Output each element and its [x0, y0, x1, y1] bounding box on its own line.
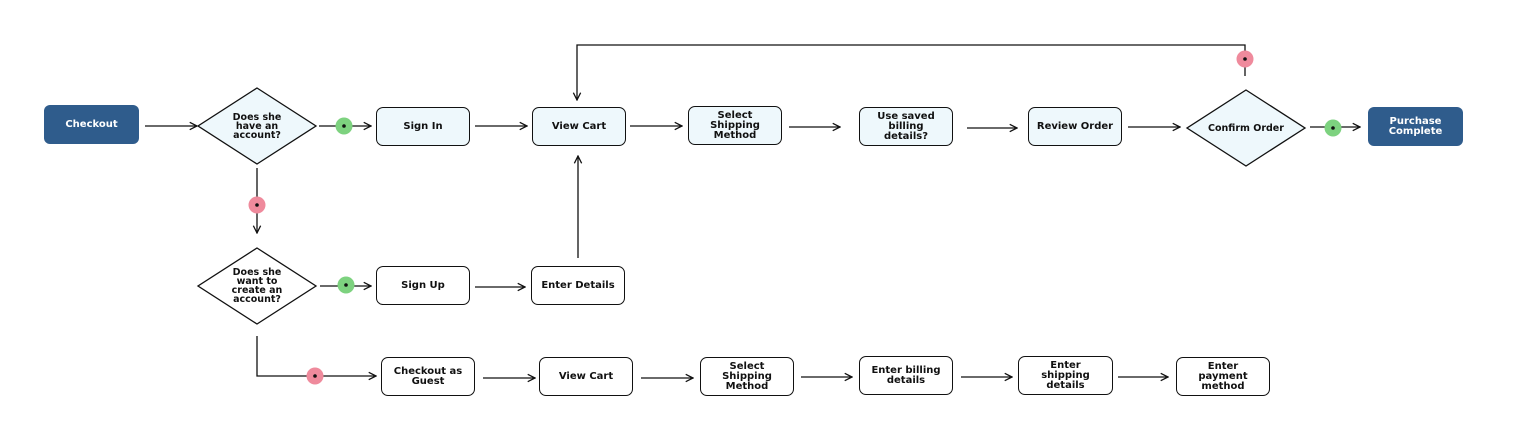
sign-up-step: Sign Up [376, 266, 470, 305]
enter-payment-label: Enter payment method [1198, 360, 1248, 392]
arrow-create-account-to-guest [256, 336, 376, 376]
marker-center-dot [313, 374, 317, 378]
guest-view-cart-label: View Cart [558, 370, 614, 382]
enter-details-label: Enter Details [541, 279, 615, 291]
view-cart-label: View Cart [551, 120, 607, 132]
enter-billing-step: Enter billing details [859, 356, 953, 395]
use-saved-billing-label: Use saved billing details? [877, 110, 935, 142]
select-shipping-label: Select Shipping Method [710, 109, 760, 141]
marker-center-dot [344, 283, 348, 287]
create-account-decision-label: Does she want to create an account? [231, 267, 283, 305]
checkout-as-guest-label: Checkout as Guest [393, 365, 463, 387]
no-markers [248, 50, 1254, 385]
select-shipping-step: Select Shipping Method [688, 106, 782, 145]
marker-center-dot [255, 203, 259, 207]
enter-shipping-step: Enter shipping details [1018, 356, 1113, 395]
enter-details-step: Enter Details [531, 266, 625, 305]
has-account-decision-label: Does she have an account? [232, 111, 282, 141]
guest-select-shipping-step: Select Shipping Method [700, 357, 794, 396]
use-saved-billing-step: Use saved billing details? [859, 107, 953, 146]
checkout-as-guest-step: Checkout as Guest [381, 357, 475, 396]
marker-center-dot [1331, 126, 1335, 130]
purchase-complete-label: Purchase Complete [1388, 115, 1443, 137]
review-order-step: Review Order [1028, 107, 1122, 146]
review-order-label: Review Order [1036, 120, 1114, 132]
guest-select-shipping-label: Select Shipping Method [722, 360, 772, 392]
checkout-terminal: Checkout [44, 105, 139, 144]
decision-diamond-create-account [196, 247, 318, 325]
purchase-complete-terminal: Purchase Complete [1368, 107, 1463, 146]
sign-in-step: Sign In [376, 107, 470, 146]
yes-markers [335, 117, 1342, 294]
sign-up-label: Sign Up [401, 279, 445, 291]
marker-center-dot [1243, 57, 1247, 61]
sign-in-label: Sign In [403, 120, 443, 132]
decision-diamond-confirm-order [1185, 89, 1307, 167]
enter-payment-step: Enter payment method [1176, 357, 1270, 396]
decision-diamond-has-account [196, 87, 318, 165]
enter-billing-label: Enter billing details [871, 364, 941, 386]
arrow-confirm-loop-to-view-cart [577, 44, 1246, 100]
marker-center-dot [342, 124, 346, 128]
checkout-label: Checkout [65, 118, 118, 130]
guest-view-cart-step: View Cart [539, 357, 633, 396]
enter-shipping-label: Enter shipping details [1041, 359, 1090, 391]
view-cart-step: View Cart [532, 107, 626, 146]
confirm-order-decision-label: Confirm Order [1208, 122, 1284, 134]
